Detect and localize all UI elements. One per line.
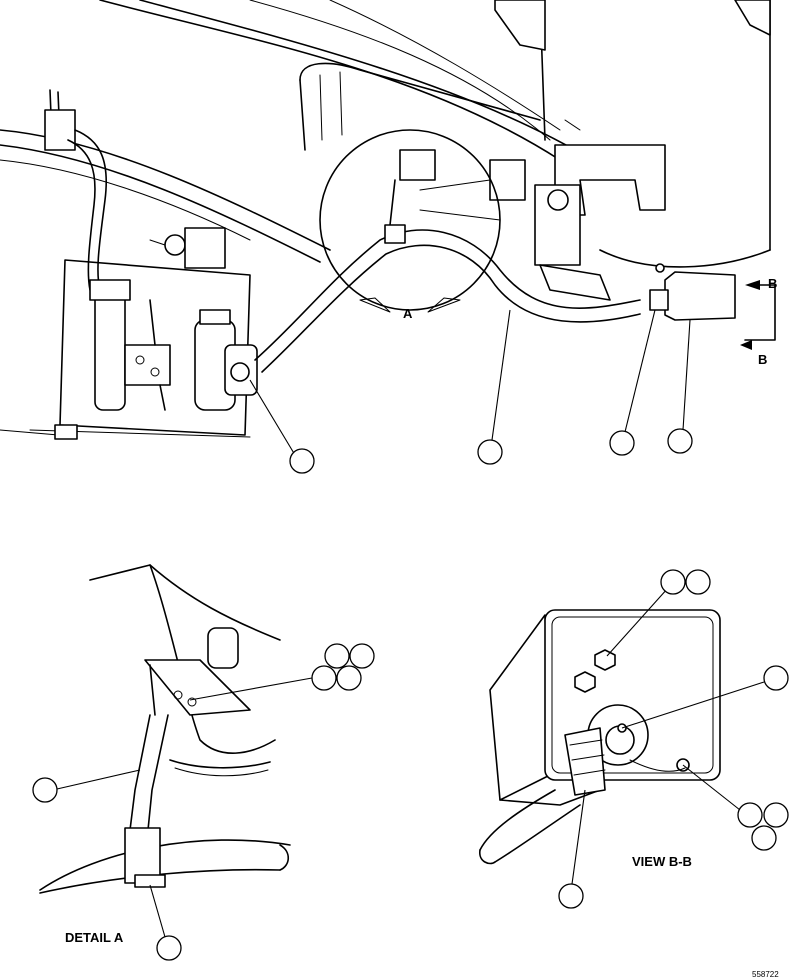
nut-upper [594,649,616,671]
view-a-label: A [403,306,413,321]
detail-a-circle [319,129,501,311]
slot-cutout [207,627,239,669]
filter-canister [94,289,126,411]
callout-circle [349,643,375,669]
main-view: A B B [0,0,777,474]
view-bb: VIEW B-B [479,569,789,909]
arrow-a-right [427,297,461,313]
callout-circle [660,569,686,595]
nut-lower [574,671,596,693]
view-b-label-top: B [768,276,777,291]
detail-hose-bottom [39,868,281,894]
view-bb-title: VIEW B-B [632,854,692,869]
control-box [664,271,736,321]
detail-a-title: DETAIL A [65,930,124,945]
pump-cap [199,309,231,325]
view-b-label-bottom: B [758,352,767,367]
box-fitting [649,289,669,311]
bolt-head [547,189,569,211]
callout-circle [763,802,789,828]
clamp-bolt [134,874,166,888]
bracket-top [399,149,436,181]
callout-circle [609,430,635,456]
callout-circle [289,448,315,474]
callout-circle [32,777,58,803]
filter-head [89,279,131,301]
callout-circle [737,802,763,828]
valve-block [124,344,171,386]
callout-circle [685,569,711,595]
section-b-line [744,284,776,341]
fender-outer [99,0,561,161]
muffler-body [299,62,541,121]
detail-a-view: DETAIL A [32,564,375,961]
valve-body [184,227,226,269]
arrow-a-left [359,297,391,313]
hose-strap [129,714,151,831]
bb-box-side [489,614,551,801]
callout-circle [324,643,350,669]
detail-bracket [144,659,251,716]
callout-circle [311,665,337,691]
hose-fitting [230,362,250,382]
hose-lower-edge [261,244,641,373]
pipe-bracket [44,109,76,151]
top-bracket [494,0,546,51]
clamp [54,424,78,440]
clamp-block [489,159,526,201]
callout-circle [667,428,693,454]
frame-rail-upper [0,129,331,251]
callout-circle [477,439,503,465]
callout-circle [763,665,789,691]
hose-upper-edge [254,229,641,361]
callout-circle [156,935,182,961]
callout-circle [751,825,777,851]
fender-inner [139,0,576,151]
hose-clamp [124,827,161,884]
callout-circle [558,883,584,909]
callout-circle [336,665,362,691]
hose-clip [384,224,406,244]
drawing-id: 558722 [752,970,779,979]
bb-hose-fitting [564,727,606,796]
valve-round [164,234,186,256]
